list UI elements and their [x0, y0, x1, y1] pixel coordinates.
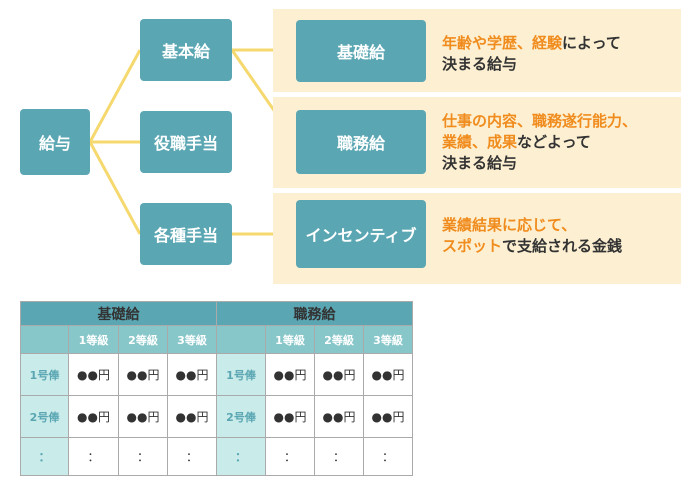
ellipsis-cell: ：	[314, 437, 364, 476]
table-cell: ●●円	[68, 395, 119, 438]
salary-grade-table: 基礎給 職務給 1等級 2等級 3等級 1等級 2等級 3等級 1号俸 ●●円 …	[20, 301, 413, 476]
table-group-foundation: 基礎給	[20, 301, 217, 326]
table-cell: ●●円	[265, 353, 315, 396]
ellipsis-cell: ：	[68, 437, 119, 476]
desc-segment: で支給される金銭	[502, 237, 623, 255]
ellipsis-mark: ：	[185, 449, 198, 464]
root-salary-box: 給与	[20, 109, 90, 175]
desc-segment: などよって	[517, 133, 591, 151]
desc-line: 仕事の内容、職務遂行能力、	[442, 111, 637, 132]
desc-segment: 決まる給与	[442, 55, 518, 73]
grade-header: 2等級	[314, 325, 364, 354]
desc-segment: 年齢や学歴、経験	[442, 34, 563, 52]
desc-line: スポットで支給される金銭	[442, 236, 622, 257]
desc-segment: 決まる給与	[442, 154, 518, 172]
foundation-pay-box: 基礎給	[296, 20, 426, 82]
ellipsis-mark: ：	[234, 449, 247, 464]
desc-line: 年齢や学歴、経験によって	[442, 33, 621, 54]
various-allowance-box: 各種手当	[140, 203, 232, 265]
table-cell: ●●円	[363, 395, 413, 438]
step-label: 1号俸	[216, 353, 266, 396]
ellipsis-mark: ：	[381, 449, 394, 464]
desc-segment: によって	[562, 34, 621, 52]
grade-header: 2等級	[118, 325, 168, 354]
table-cell: ●●円	[314, 395, 364, 438]
table-row: ： ： ： ： ： ： ： ：	[20, 437, 413, 476]
ellipsis-mark: ：	[87, 449, 100, 464]
ellipsis-mark: ：	[283, 449, 296, 464]
incentive-description: 業績結果に応じて、 スポットで支給される金銭	[442, 215, 622, 257]
duty-pay-description: 仕事の内容、職務遂行能力、 業績、成果などよって 決まる給与	[442, 111, 637, 174]
desc-segment: スポット	[442, 237, 503, 255]
table-row: 2号俸 ●●円 ●●円 ●●円 2号俸 ●●円 ●●円 ●●円	[20, 395, 413, 438]
duty-pay-box: 職務給	[296, 110, 426, 174]
desc-segment: 業績、成果	[442, 133, 518, 151]
step-label: 1号俸	[20, 353, 69, 396]
incentive-box: インセンティブ	[296, 200, 426, 268]
desc-line: 業績、成果などよって	[442, 132, 637, 153]
table-cell: ●●円	[314, 353, 364, 396]
table-group-duty: 職務給	[216, 301, 413, 326]
desc-line: 決まる給与	[442, 54, 621, 75]
desc-line: 業績結果に応じて、	[442, 215, 622, 236]
table-corner	[216, 325, 266, 354]
connector-root-various	[88, 141, 142, 235]
table-cell: ●●円	[167, 353, 217, 396]
desc-line: 決まる給与	[442, 153, 637, 174]
table-cell: ●●円	[68, 353, 119, 396]
table-corner	[20, 325, 69, 354]
ellipsis-mark: ：	[332, 449, 345, 464]
ellipsis-cell: ：	[363, 437, 413, 476]
grade-header: 3等級	[363, 325, 413, 354]
connector-root-basic	[88, 49, 142, 143]
table-cell: ●●円	[363, 353, 413, 396]
ellipsis-mark: ：	[136, 449, 149, 464]
position-allowance-box: 役職手当	[140, 111, 232, 173]
table-row: 1号俸 ●●円 ●●円 ●●円 1号俸 ●●円 ●●円 ●●円	[20, 353, 413, 396]
grade-header: 3等級	[167, 325, 217, 354]
ellipsis-cell: ：	[167, 437, 217, 476]
step-label: 2号俸	[216, 395, 266, 438]
basic-pay-box: 基本給	[140, 19, 232, 81]
foundation-pay-description: 年齢や学歴、経験によって 決まる給与	[442, 33, 621, 75]
ellipsis-mark: ：	[38, 449, 51, 464]
ellipsis-cell: ：	[20, 437, 69, 476]
desc-segment: 仕事の内容、職務遂行能力、	[442, 112, 638, 130]
table-cell: ●●円	[265, 395, 315, 438]
grade-header: 1等級	[265, 325, 315, 354]
step-label: 2号俸	[20, 395, 69, 438]
table-cell: ●●円	[118, 395, 168, 438]
ellipsis-cell: ：	[216, 437, 266, 476]
table-cell: ●●円	[167, 395, 217, 438]
table-cell: ●●円	[118, 353, 168, 396]
ellipsis-cell: ：	[118, 437, 168, 476]
ellipsis-cell: ：	[265, 437, 315, 476]
desc-segment: 業績結果に応じて、	[442, 216, 577, 234]
grade-header: 1等級	[68, 325, 119, 354]
